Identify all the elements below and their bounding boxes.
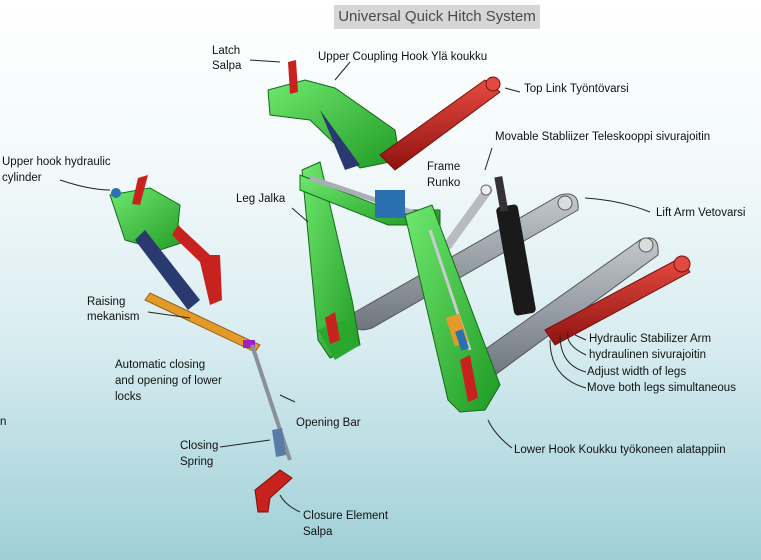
leader-lines <box>59 59 651 513</box>
raising-mekanism <box>144 292 261 353</box>
upper-coupling-hook <box>267 60 401 170</box>
upper-hook-assembly-left <box>109 175 222 310</box>
label-opening-bar: Opening Bar <box>296 417 361 429</box>
label-automatic-1: Automatic closing <box>115 359 206 371</box>
label-hydraulic-stabilizer-1: Hydraulic Stabilizer Arm <box>589 333 712 345</box>
label-frame-fi: Runko <box>427 177 461 189</box>
diagram-title: Universal Quick Hitch System <box>334 5 540 29</box>
label-adjust-width: Adjust width of legs <box>587 366 687 378</box>
label-movable-stabilizer: Movable Stabliizer Teleskooppi sivurajoi… <box>495 131 711 143</box>
label-top-link: Top Link Työntövarsi <box>524 83 629 95</box>
label-raising-1: Raising <box>87 296 126 308</box>
label-hydraulic-stabilizer-2: hydraulinen sivurajoitin <box>589 349 706 361</box>
label-closing-1: Closing <box>180 440 219 452</box>
label-latch: Latch <box>212 45 241 57</box>
label-automatic-2: and opening of lower <box>115 375 222 387</box>
lower-hook-red <box>325 312 478 402</box>
label-frame: Frame <box>427 161 461 173</box>
label-closure-1: Closure Element <box>303 510 389 522</box>
label-upper-coupling-hook: Upper Coupling Hook Ylä koukku <box>318 51 488 63</box>
label-move-both: Move both legs simultaneous <box>587 382 736 394</box>
label-upper-hook-cylinder-1: Upper hook hydraulic <box>2 156 111 168</box>
label-closing-2: Spring <box>180 456 214 468</box>
opening-bar <box>250 344 292 461</box>
movable-stabilizer <box>443 184 493 250</box>
label-raising-2: mekanism <box>87 311 140 323</box>
label-upper-hook-cylinder-2: cylinder <box>2 172 42 184</box>
top-link <box>379 76 501 171</box>
label-automatic-3: locks <box>115 391 142 403</box>
frame-right-leg <box>404 204 501 413</box>
closure-element <box>254 469 293 513</box>
hydraulic-cylinder-black <box>494 176 536 316</box>
hydraulic-stabilizer-arm <box>544 255 691 346</box>
label-closure-2: Salpa <box>303 526 333 538</box>
label-lower-hook: Lower Hook Koukku työkoneen alatappiin <box>514 444 726 456</box>
label-edge-letter: n <box>0 416 7 428</box>
label-lift-arm: Lift Arm Vetovarsi <box>656 207 746 219</box>
label-latch-fi: Salpa <box>212 60 242 72</box>
label-leg: Leg Jalka <box>236 193 286 205</box>
